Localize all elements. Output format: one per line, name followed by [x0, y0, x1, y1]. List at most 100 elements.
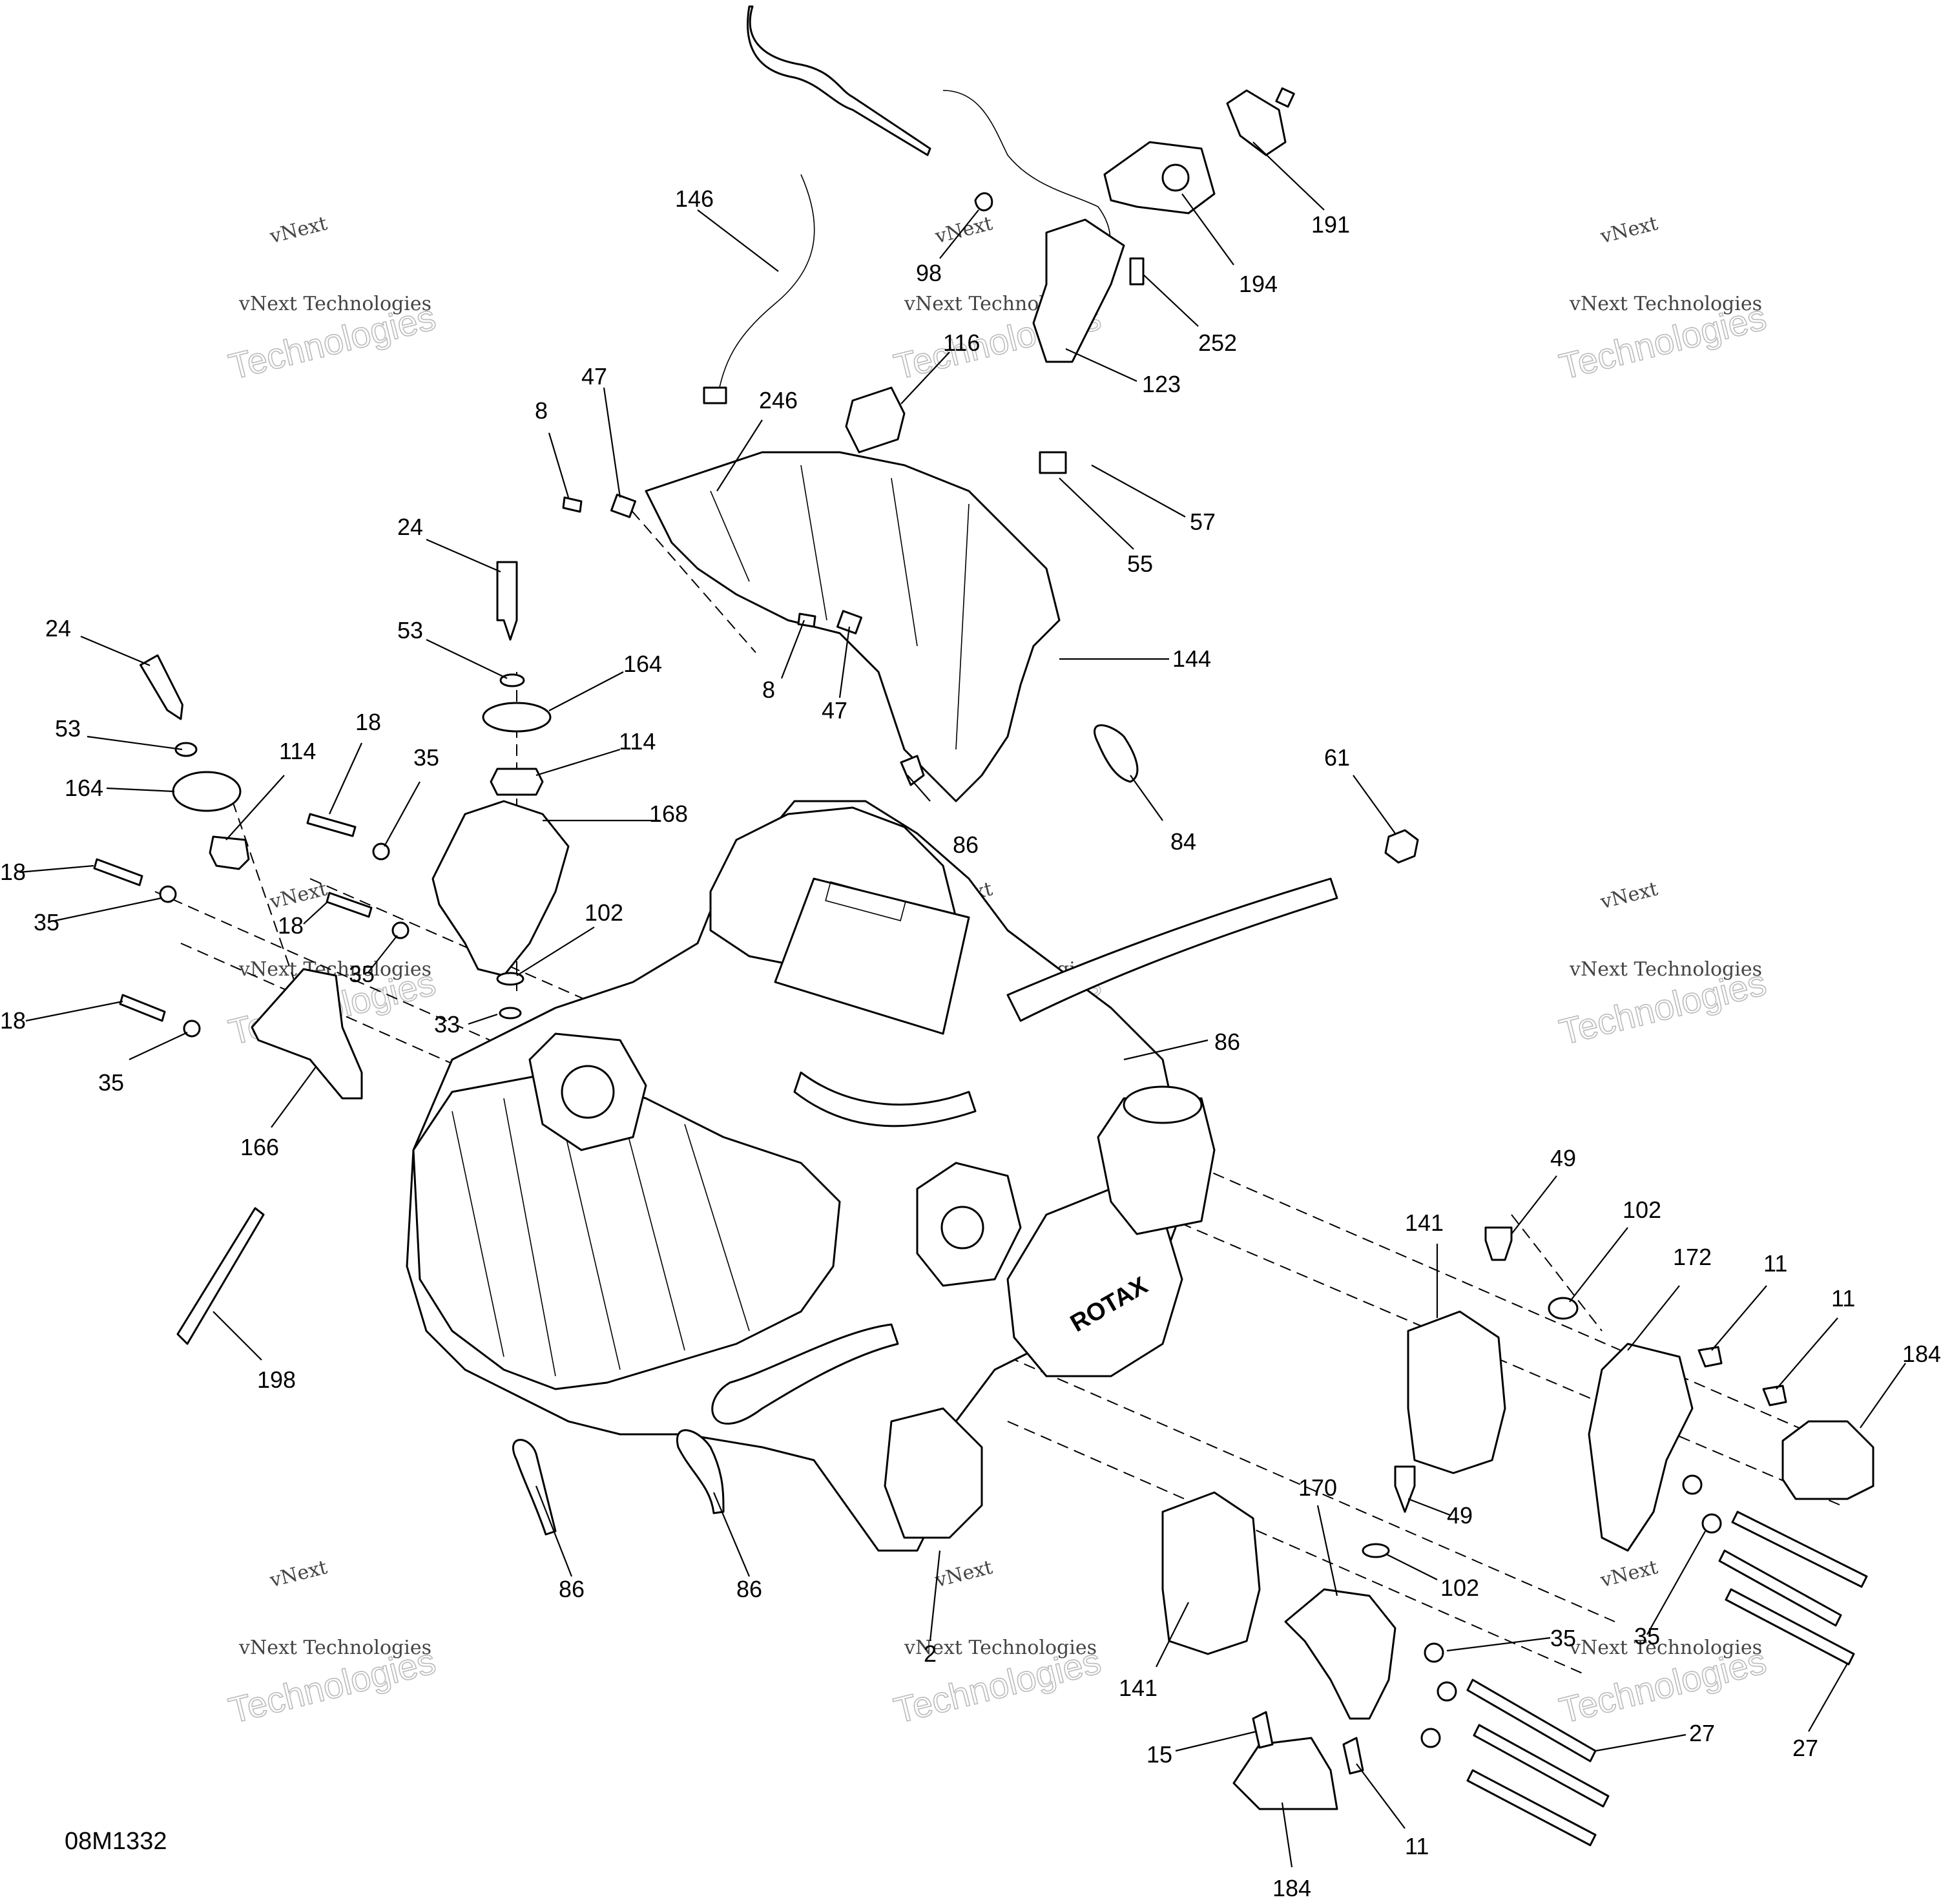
- through-bolt: [1473, 1724, 1610, 1808]
- callout-86: 86: [559, 1576, 585, 1602]
- washer: [496, 972, 524, 986]
- leader-line: [1646, 1531, 1706, 1635]
- leader-line: [838, 626, 851, 698]
- leader-line: [716, 419, 763, 492]
- small-bolt: [1129, 257, 1145, 286]
- leader-line: [19, 864, 94, 874]
- leader-line: [468, 1013, 498, 1025]
- watermark-text: vNext: [1597, 212, 1660, 248]
- oxygen-sensor-connector: [703, 386, 727, 404]
- leader-line: [1091, 465, 1186, 518]
- leader-line: [1446, 1637, 1551, 1652]
- oxygen-sensor-cable: [747, 5, 931, 156]
- watermark-text: vNext Technologies: [238, 1637, 431, 1659]
- callout-35: 35: [98, 1069, 124, 1096]
- oxygen-sensor-wire: [716, 174, 815, 401]
- leader-line: [1407, 1498, 1451, 1516]
- left-mount-components: [93, 561, 570, 1345]
- leader-line: [1065, 348, 1137, 382]
- leader-line: [1595, 1733, 1687, 1752]
- assembly-axis: [1007, 1421, 1583, 1674]
- rubber-mount: [1781, 1420, 1874, 1500]
- callout-35: 35: [349, 961, 375, 987]
- bracket-nut: [610, 494, 637, 518]
- watermark-text: vNext Technologies: [904, 1637, 1097, 1659]
- assembly-axis: [232, 800, 304, 1009]
- bolt-flanged: [1697, 1346, 1723, 1368]
- washer: [1437, 1681, 1457, 1702]
- callout-35: 35: [413, 744, 439, 771]
- leader-line: [1316, 1505, 1338, 1596]
- sensor-mount: [1103, 141, 1216, 214]
- leader-line: [548, 671, 624, 711]
- callout-8: 8: [762, 676, 775, 703]
- sensor-cap: [1275, 87, 1295, 108]
- callout-8: 8: [535, 397, 548, 424]
- washer: [1701, 1513, 1722, 1534]
- leader-line: [328, 742, 363, 815]
- leader-line: [426, 639, 508, 679]
- bolt: [797, 612, 816, 628]
- leader-line: [1711, 1285, 1767, 1351]
- bolt-short: [326, 892, 373, 918]
- leader-line: [1627, 1285, 1680, 1351]
- engine-hose: [793, 1071, 977, 1127]
- leader-line: [426, 538, 501, 573]
- leader-line: [271, 1065, 317, 1128]
- bolt-flanged: [1394, 1465, 1416, 1513]
- bracket-nut: [836, 610, 863, 634]
- through-bolt: [1731, 1511, 1868, 1588]
- callout-11: 11: [1405, 1833, 1429, 1859]
- hex-nut: [1384, 829, 1419, 864]
- coolant-hose: [1006, 877, 1338, 1022]
- washer: [391, 921, 410, 939]
- bolt-flanged: [1342, 1737, 1364, 1775]
- upper-components: [562, 5, 1419, 864]
- engine-support-arm: [251, 968, 363, 1100]
- through-bolt: [1718, 1549, 1842, 1627]
- oil-filter-cap: [1123, 1085, 1203, 1124]
- leader-line: [697, 209, 779, 272]
- callout-86: 86: [736, 1576, 762, 1602]
- watermark: vNext vNext Technologies Technologies: [1555, 877, 1770, 1052]
- watermark: vNext vNext Technologies Technologies: [1555, 212, 1770, 387]
- callout-49: 49: [1550, 1145, 1576, 1171]
- transmission-housing: [884, 1407, 983, 1539]
- callout-194: 194: [1239, 271, 1278, 297]
- bolt-flanged: [1762, 1385, 1787, 1407]
- leader-line: [1156, 1602, 1189, 1668]
- leader-line: [213, 1311, 262, 1361]
- callout-141: 141: [1405, 1209, 1444, 1236]
- callout-27: 27: [1689, 1720, 1715, 1746]
- leader-line: [1860, 1363, 1906, 1428]
- callout-35: 35: [34, 909, 59, 936]
- washer: [499, 1007, 522, 1020]
- leader-line: [25, 1000, 123, 1022]
- leader-line: [106, 787, 175, 793]
- callout-168: 168: [649, 800, 688, 827]
- leader-line: [907, 775, 931, 802]
- washer: [372, 842, 390, 861]
- watermark-text: vNext: [267, 212, 329, 248]
- callout-164: 164: [65, 775, 103, 801]
- assembly-axis: [1007, 1356, 1615, 1622]
- leader-line: [1252, 141, 1325, 211]
- watermark: vNext vNext Technologies Technologies: [1555, 1556, 1770, 1731]
- callout-123: 123: [1142, 371, 1181, 397]
- rubber-grommet: [209, 835, 250, 870]
- cable-tie: [676, 1429, 725, 1514]
- sensor-connector: [1226, 89, 1287, 156]
- leader-line: [548, 432, 570, 498]
- washer: [1362, 1543, 1390, 1558]
- watermark: vNext vNext Technologies Technologies: [224, 1556, 440, 1731]
- callout-18: 18: [278, 912, 304, 939]
- callout-184: 184: [1902, 1341, 1941, 1367]
- callout-102: 102: [1623, 1197, 1661, 1223]
- watermark-text: vNext: [932, 1556, 995, 1592]
- washer: [1424, 1642, 1444, 1663]
- callout-labels: 146 98 116 123 191 194 252 47 8 246 57 5…: [0, 185, 1941, 1901]
- leader-line: [384, 781, 420, 847]
- valve-cover-rib: [619, 1104, 685, 1351]
- callout-35: 35: [1550, 1625, 1576, 1651]
